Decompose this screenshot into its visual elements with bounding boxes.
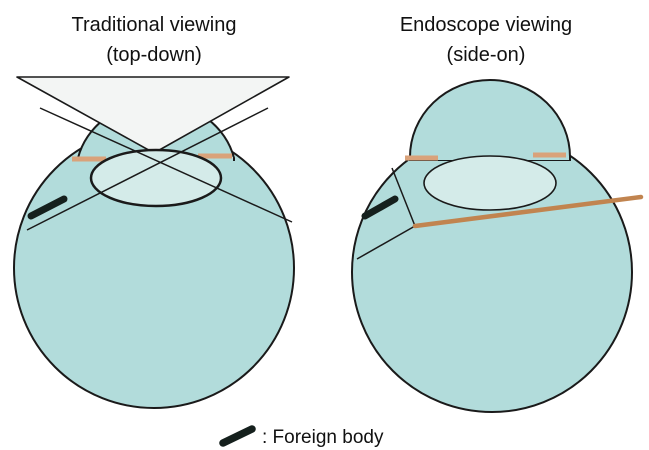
- foreign-body-legend-swatch: [223, 429, 252, 443]
- viewing-cone: [17, 77, 289, 153]
- legend: : Foreign body: [223, 427, 384, 448]
- legend-label: : Foreign body: [262, 427, 384, 448]
- endoscope-viewing-subtitle: (side-on): [447, 44, 526, 66]
- traditional-viewing-title: Traditional viewing: [72, 14, 237, 36]
- cornea-dome: [410, 80, 570, 160]
- endoscope-viewing-panel: Endoscope viewing (side-on): [352, 14, 641, 412]
- traditional-viewing-panel: Traditional viewing (top-down): [14, 14, 294, 408]
- lens: [424, 156, 556, 210]
- traditional-viewing-subtitle: (top-down): [106, 44, 202, 66]
- endoscope-viewing-title: Endoscope viewing: [400, 14, 572, 36]
- lens: [91, 150, 221, 206]
